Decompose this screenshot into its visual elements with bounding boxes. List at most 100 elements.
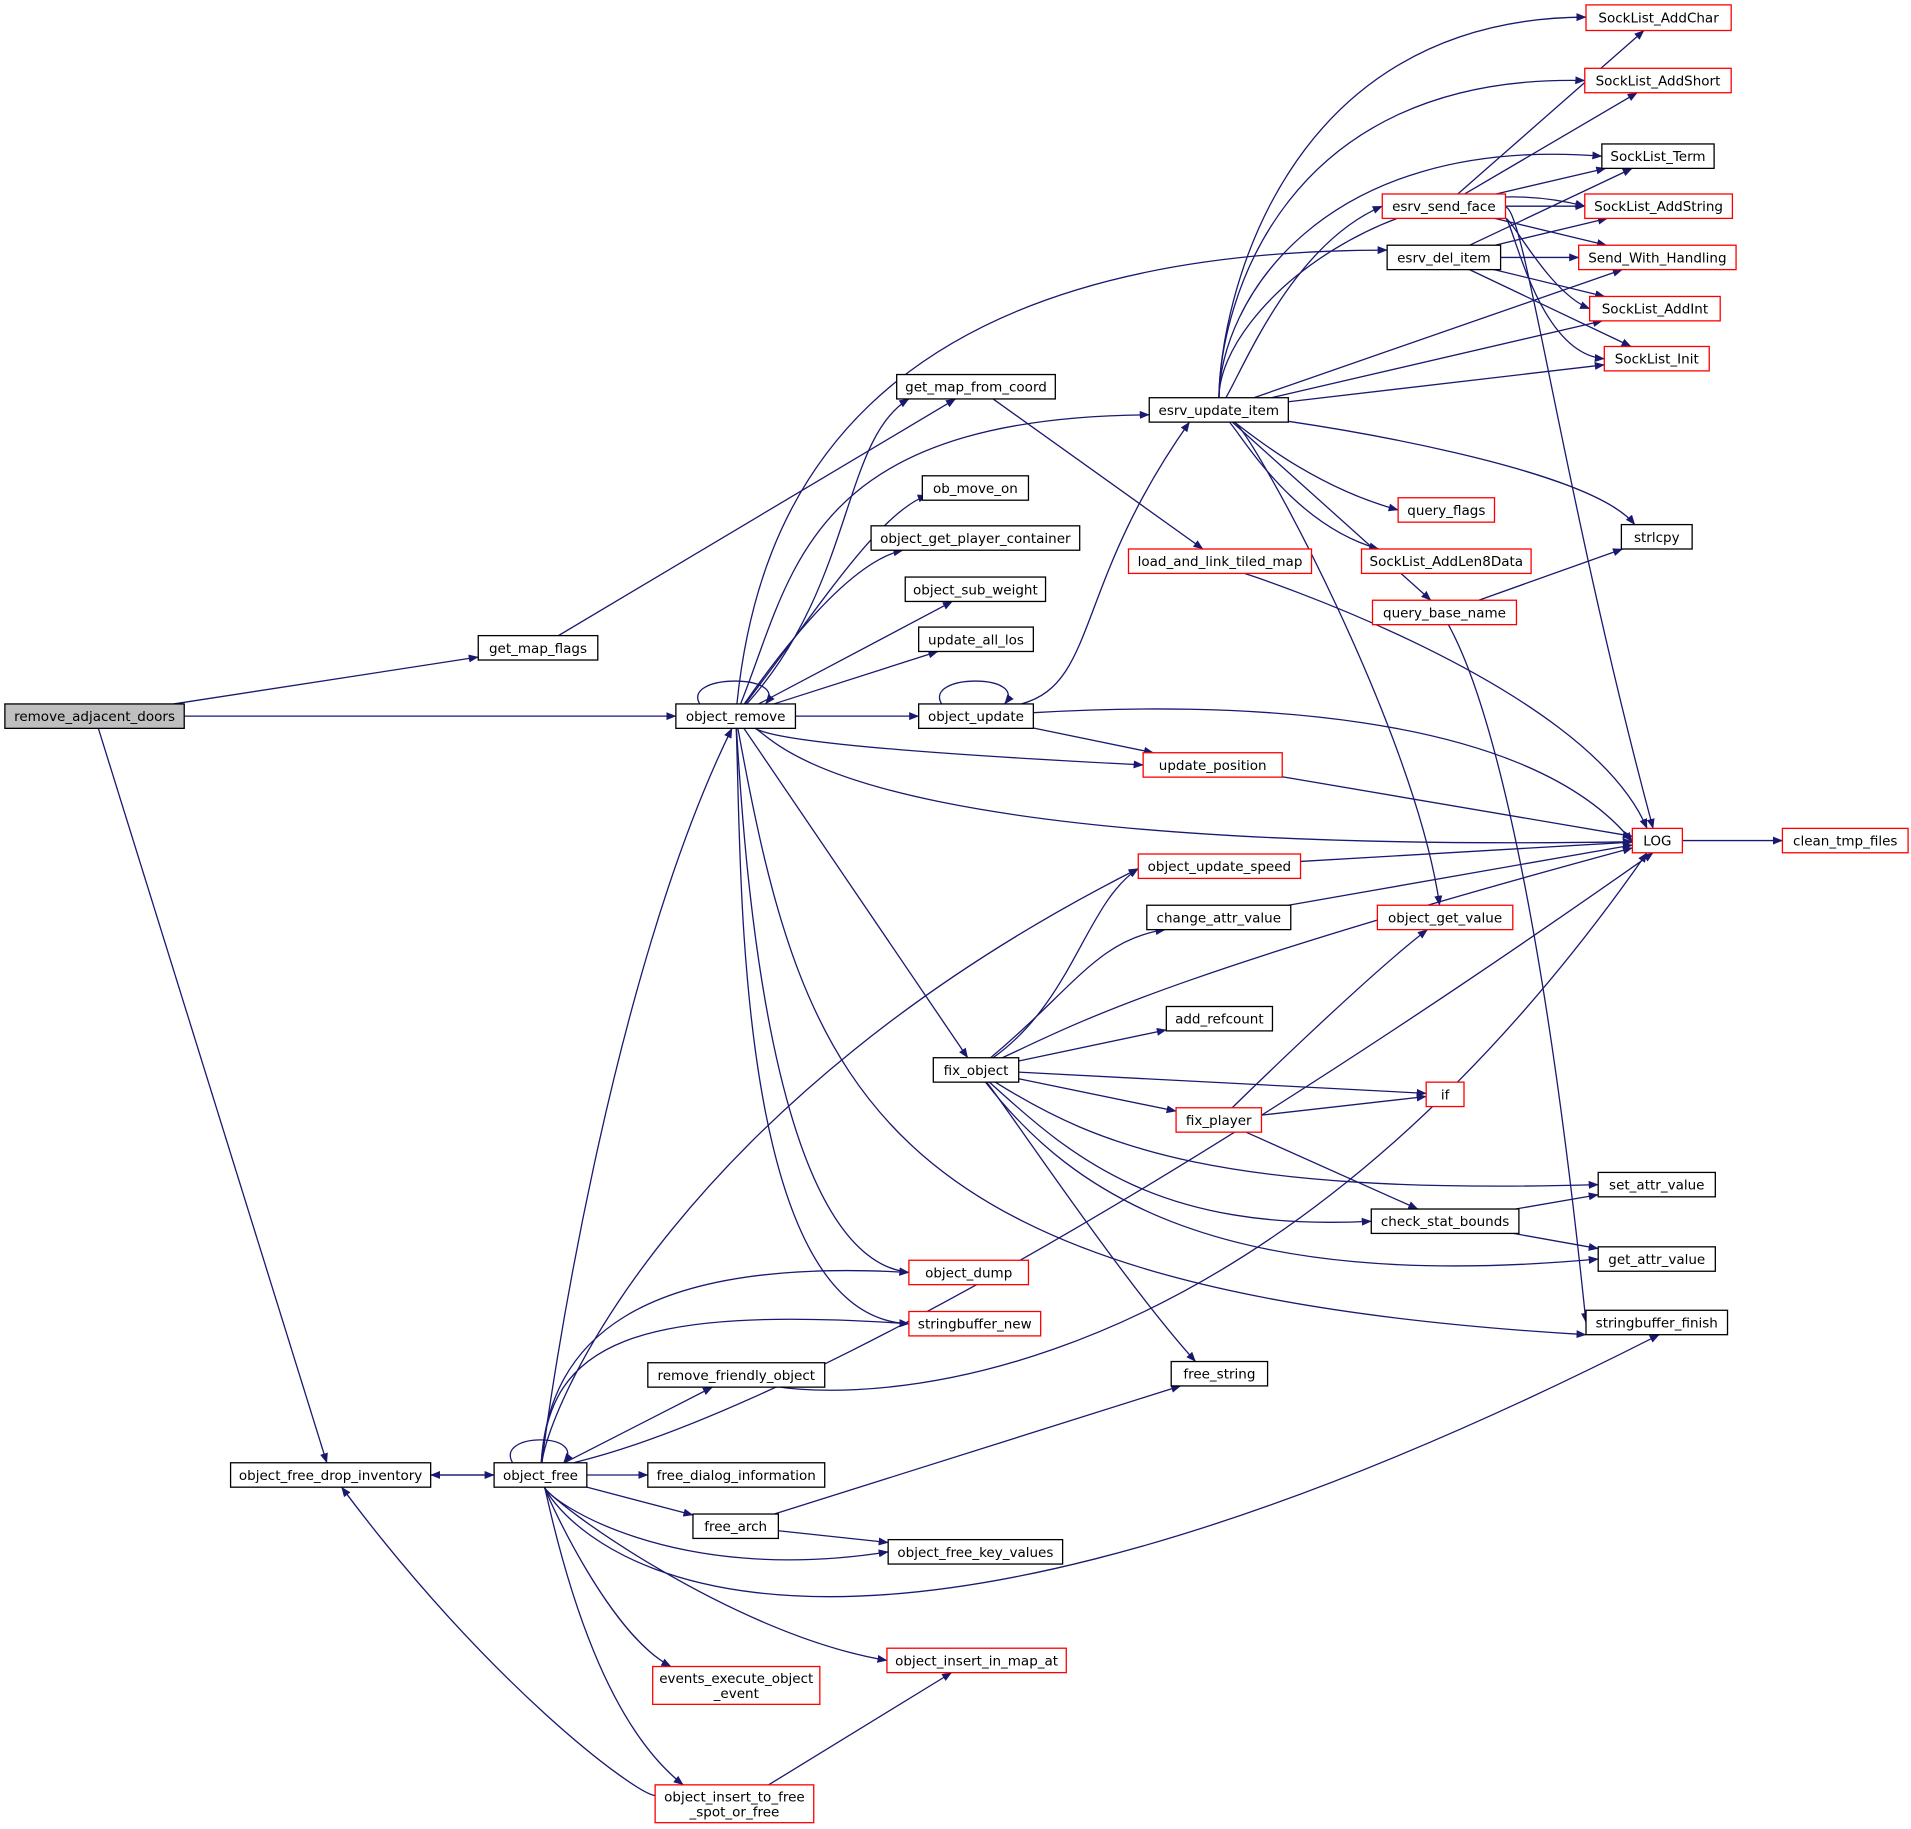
node-esrv_update_item[interactable]: esrv_update_item [1148, 397, 1289, 423]
node-update_position[interactable]: update_position [1142, 752, 1283, 778]
node-stringbuffer_finish[interactable]: stringbuffer_finish [1585, 1309, 1729, 1336]
edge-esrv_update_item-to-SockList_AddShort [1218, 76, 1586, 398]
edge-esrv_send_face-to-SockList_Init [1504, 217, 1605, 362]
edge-remove_friendly_object-to-LOG [780, 852, 1648, 1391]
node-Send_With_Handling[interactable]: Send_With_Handling [1578, 244, 1737, 271]
node-free_dialog_information[interactable]: free_dialog_information [647, 1462, 826, 1488]
node-box-SockList_AddString [1584, 193, 1734, 220]
edge-change_attr_value-to-LOG [1288, 842, 1633, 906]
node-object_get_value[interactable]: object_get_value [1376, 904, 1514, 931]
node-box-strlcpy [1620, 523, 1693, 550]
node-object_free_key_values[interactable]: object_free_key_values [887, 1538, 1064, 1565]
edge-esrv_update_item-to-SockList_AddString [1218, 196, 1586, 398]
node-events_execute_object_event[interactable]: events_execute_object_event [652, 1665, 821, 1705]
node-box-if [1425, 1081, 1465, 1108]
edge-object_update-to-object_update [938, 680, 1014, 705]
node-load_and_link_tiled_map[interactable]: load_and_link_tiled_map [1127, 548, 1313, 575]
node-add_refcount[interactable]: add_refcount [1165, 1005, 1274, 1032]
node-SockList_AddLen8Data[interactable]: SockList_AddLen8Data [1360, 548, 1532, 575]
node-box-SockList_AddInt [1589, 295, 1721, 322]
node-if[interactable]: if [1425, 1081, 1465, 1108]
node-label-free_dialog_information: free_dialog_information [657, 1468, 816, 1484]
node-object_free[interactable]: object_free [493, 1462, 588, 1488]
node-esrv_del_item[interactable]: esrv_del_item [1386, 244, 1502, 271]
node-object_dump[interactable]: object_dump [908, 1259, 1030, 1286]
node-get_attr_value[interactable]: get_attr_value [1597, 1246, 1716, 1272]
node-check_stat_bounds[interactable]: check_stat_bounds [1370, 1208, 1520, 1235]
node-box-object_get_player_container [870, 525, 1081, 551]
node-label-stringbuffer_new: stringbuffer_new [918, 1317, 1032, 1333]
node-box-object_free_key_values [887, 1538, 1064, 1565]
edge-object_free-to-object_free [509, 1439, 573, 1464]
node-label-strlcpy: strlcpy [1634, 530, 1680, 546]
edge-update_position-to-LOG [1282, 776, 1633, 839]
edge-object_free-to-stringbuffer_finish [543, 1334, 1660, 1598]
node-ob_move_on[interactable]: ob_move_on [921, 475, 1030, 501]
node-SockList_AddString[interactable]: SockList_AddString [1584, 193, 1734, 220]
node-label-fix_player: fix_player [1186, 1113, 1252, 1129]
node-remove_friendly_object[interactable]: remove_friendly_object [647, 1362, 826, 1388]
node-strlcpy[interactable]: strlcpy [1620, 523, 1693, 550]
nodes-layer: remove_adjacent_doorsget_map_flagsobject… [4, 4, 1909, 1824]
edge-object_free-to-object_update_speed [541, 868, 1139, 1463]
node-LOG[interactable]: LOG [1631, 827, 1684, 854]
node-box-LOG [1631, 827, 1684, 854]
node-query_base_name[interactable]: query_base_name [1371, 599, 1518, 626]
node-box-change_attr_value [1146, 904, 1292, 931]
node-fix_player[interactable]: fix_player [1175, 1107, 1263, 1133]
edge-fix_object-to-LOG [1002, 846, 1633, 1059]
node-set_attr_value[interactable]: set_attr_value [1597, 1171, 1716, 1198]
node-label-clean_tmp_files: clean_tmp_files [1793, 834, 1897, 850]
edge-object_free-to-stringbuffer_new [540, 1318, 910, 1463]
node-object_remove[interactable]: object_remove [675, 703, 797, 729]
node-get_map_flags[interactable]: get_map_flags [477, 634, 599, 661]
node-object_insert_in_map_at[interactable]: object_insert_in_map_at [886, 1647, 1067, 1674]
edge-esrv_del_item-to-SockList_Init [1469, 269, 1632, 348]
node-SockList_Init[interactable]: SockList_Init [1603, 345, 1710, 372]
node-object_sub_weight[interactable]: object_sub_weight [904, 576, 1047, 603]
node-box-object_update_speed [1137, 853, 1302, 880]
edge-esrv_del_item-to-SockList_Term [1469, 167, 1633, 246]
node-clean_tmp_files[interactable]: clean_tmp_files [1781, 827, 1909, 854]
node-SockList_Term[interactable]: SockList_Term [1601, 143, 1715, 170]
node-label-free_string: free_string [1183, 1367, 1255, 1383]
node-box-check_stat_bounds [1370, 1208, 1520, 1235]
edge-fix_object-to-fix_player [1018, 1078, 1177, 1114]
edge-fix_object-to-check_stat_bounds [988, 1081, 1372, 1226]
node-free_string[interactable]: free_string [1170, 1360, 1269, 1387]
edge-fix_object-to-change_attr_value [990, 927, 1166, 1059]
edge-remove_adjacent_doors-to-object_free_drop_inventory [97, 728, 328, 1464]
node-remove_adjacent_doors[interactable]: remove_adjacent_doors [4, 703, 185, 729]
node-label-object_get_player_container: object_get_player_container [880, 531, 1071, 547]
node-object_update_speed[interactable]: object_update_speed [1137, 853, 1302, 880]
node-update_all_los[interactable]: update_all_los [918, 626, 1034, 653]
node-stringbuffer_new[interactable]: stringbuffer_new [908, 1310, 1042, 1337]
node-object_update[interactable]: object_update [918, 703, 1034, 729]
edge-esrv_send_face-to-SockList_Term [1495, 166, 1607, 195]
node-query_flags[interactable]: query_flags [1397, 497, 1496, 523]
node-label-change_attr_value: change_attr_value [1157, 910, 1281, 926]
node-SockList_AddShort[interactable]: SockList_AddShort [1584, 67, 1732, 94]
node-label-object_get_value: object_get_value [1388, 910, 1502, 926]
edge-object_insert_to_free_spot_or_free-to-object_insert_in_map_at [768, 1672, 953, 1786]
node-object_get_player_container[interactable]: object_get_player_container [870, 525, 1081, 551]
edge-object_remove-to-get_map_from_coord [746, 398, 910, 705]
node-fix_object[interactable]: fix_object [932, 1057, 1020, 1083]
node-change_attr_value[interactable]: change_attr_value [1146, 904, 1292, 931]
node-SockList_AddInt[interactable]: SockList_AddInt [1589, 295, 1721, 322]
node-box-SockList_AddLen8Data [1360, 548, 1532, 575]
edge-free_arch-to-object_free_key_values [778, 1530, 889, 1546]
node-label-object_insert_in_map_at: object_insert_in_map_at [895, 1653, 1058, 1669]
node-get_map_from_coord[interactable]: get_map_from_coord [896, 373, 1056, 400]
node-object_insert_to_free_spot_or_free[interactable]: object_insert_to_free_spot_or_free [654, 1784, 815, 1824]
node-box-free_string [1170, 1360, 1269, 1387]
node-label-esrv_del_item: esrv_del_item [1397, 250, 1491, 266]
node-object_free_drop_inventory[interactable]: object_free_drop_inventory [229, 1462, 432, 1488]
node-label-object_update: object_update [928, 709, 1024, 725]
node-label-stringbuffer_finish: stringbuffer_finish [1596, 1315, 1718, 1331]
node-esrv_send_face[interactable]: esrv_send_face [1381, 193, 1507, 220]
node-free_arch[interactable]: free_arch [692, 1513, 780, 1540]
node-box-object_insert_to_free_spot_or_free [654, 1784, 815, 1824]
node-SockList_AddChar[interactable]: SockList_AddChar [1585, 4, 1732, 32]
